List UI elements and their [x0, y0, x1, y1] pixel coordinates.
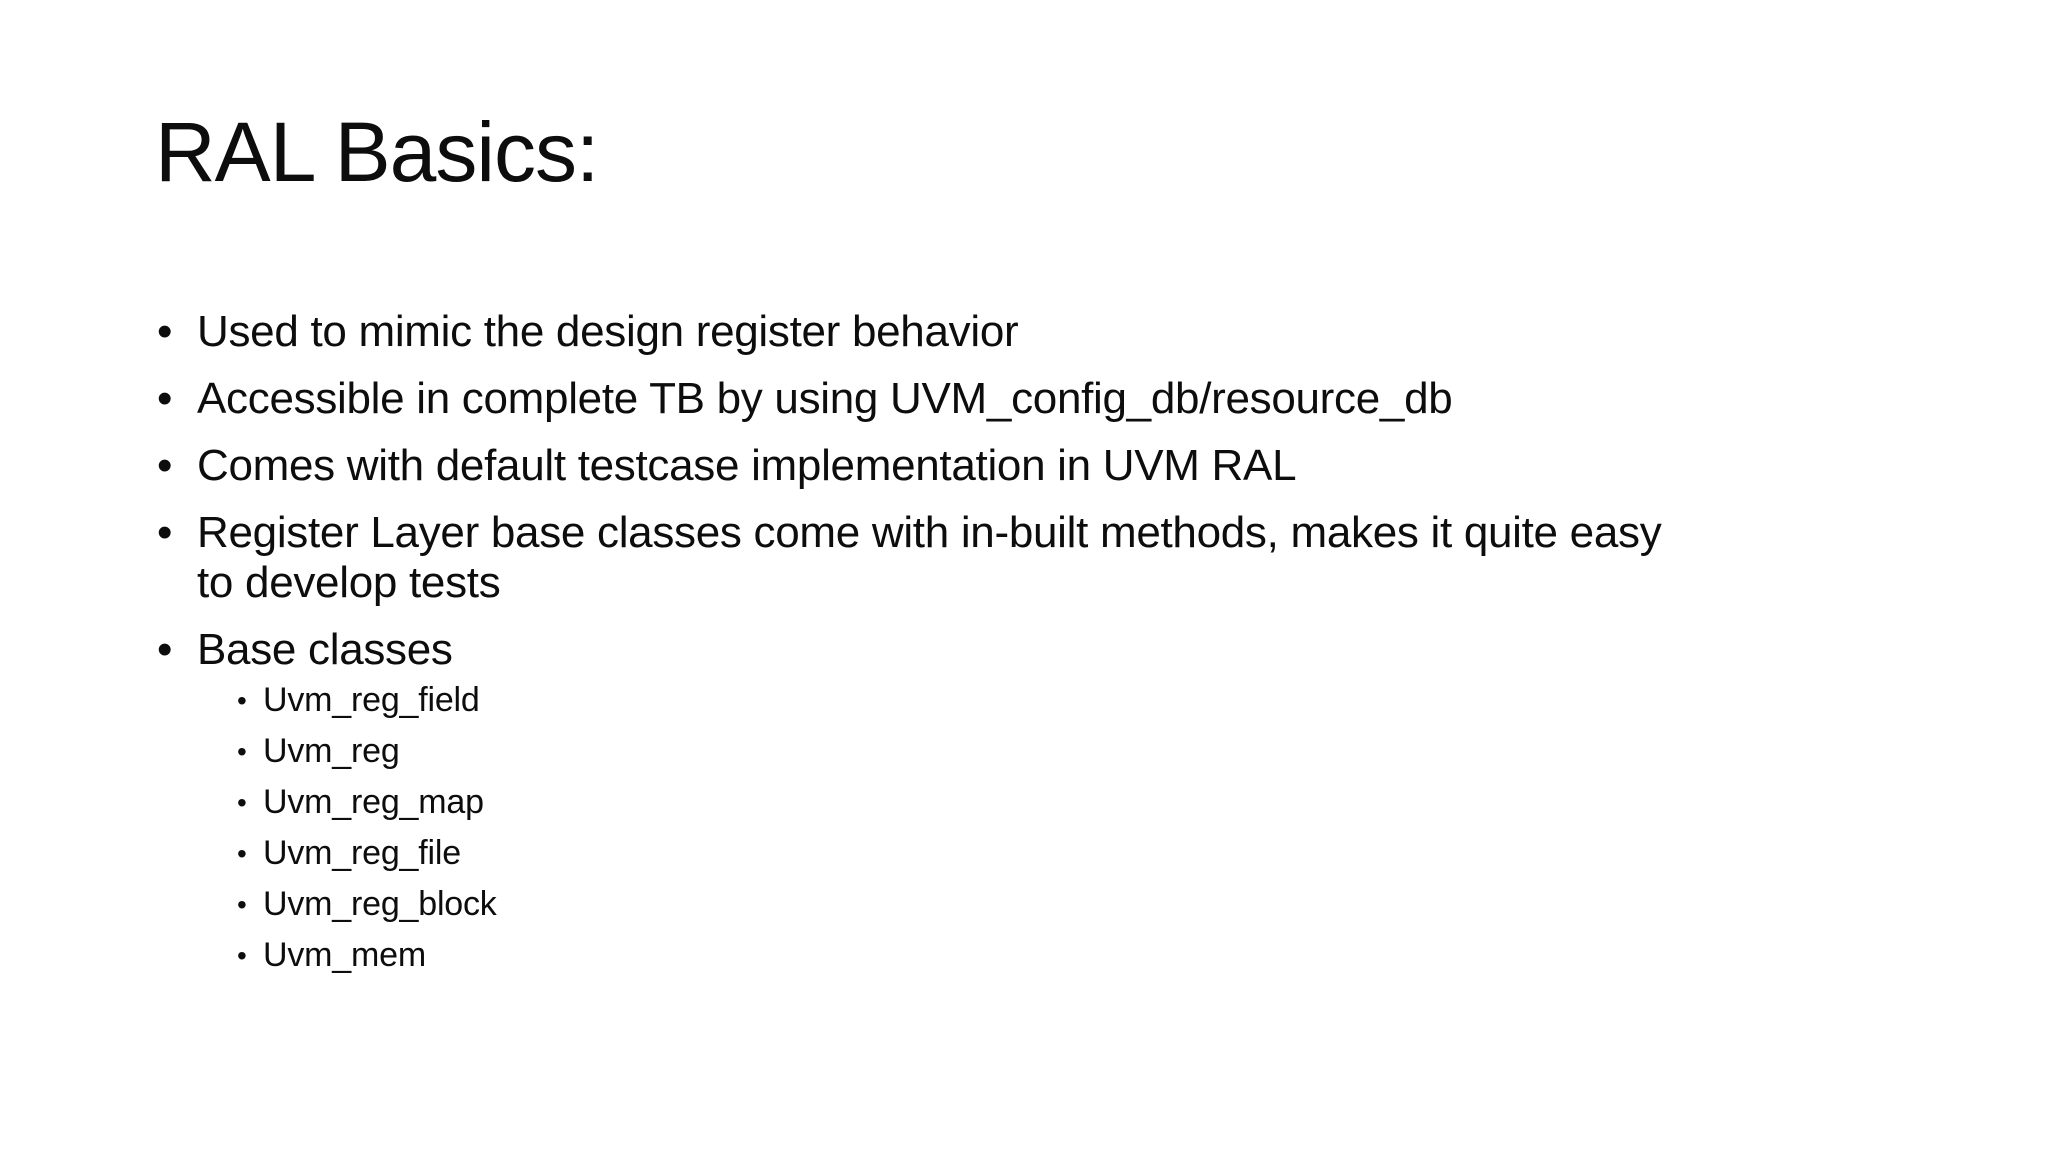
bullet-marker: • — [157, 625, 173, 674]
bullet-marker: • — [237, 889, 247, 920]
sub-bullet-item-2: • Uvm_reg — [237, 726, 1707, 777]
slide-title: RAL Basics: — [155, 105, 599, 199]
sub-bullet-text: Uvm_reg — [263, 732, 400, 770]
bullet-marker: • — [157, 441, 173, 490]
sub-bullet-text: Uvm_reg_field — [263, 681, 480, 719]
sub-bullet-item-3: • Uvm_reg_map — [237, 777, 1707, 828]
bullet-marker: • — [237, 736, 247, 767]
sub-bullet-text: Uvm_reg_map — [263, 783, 484, 821]
bullet-item-1: • Used to mimic the design register beha… — [157, 307, 1707, 357]
bullet-marker: • — [157, 307, 173, 356]
bullet-item-2: • Accessible in complete TB by using UVM… — [157, 374, 1707, 424]
sub-bullet-text: Uvm_mem — [263, 936, 426, 974]
sub-bullet-item-6: • Uvm_mem — [237, 930, 1707, 981]
bullet-marker: • — [157, 508, 173, 557]
sub-bullet-item-1: • Uvm_reg_field — [237, 675, 1707, 726]
bullet-item-5: • Base classes — [157, 625, 1707, 675]
bullet-text: Comes with default testcase implementati… — [197, 441, 1297, 490]
bullet-marker: • — [237, 787, 247, 818]
sub-bullet-text: Uvm_reg_file — [263, 834, 461, 872]
bullet-marker: • — [237, 685, 247, 716]
bullet-item-3: • Comes with default testcase implementa… — [157, 441, 1707, 491]
sub-bullet-item-5: • Uvm_reg_block — [237, 879, 1707, 930]
sub-bullet-list: • Uvm_reg_field • Uvm_reg • Uvm_reg_map … — [237, 675, 1707, 981]
sub-bullet-text: Uvm_reg_block — [263, 885, 497, 923]
bullet-list: • Used to mimic the design register beha… — [157, 307, 1707, 981]
bullet-text: Register Layer base classes come with in… — [197, 508, 1662, 607]
bullet-text: Accessible in complete TB by using UVM_c… — [197, 374, 1453, 423]
bullet-marker: • — [157, 374, 173, 423]
bullet-marker: • — [237, 940, 247, 971]
bullet-item-4: • Register Layer base classes come with … — [157, 508, 1707, 608]
bullet-text: Base classes — [197, 625, 453, 674]
sub-bullet-item-4: • Uvm_reg_file — [237, 828, 1707, 879]
bullet-text: Used to mimic the design register behavi… — [197, 307, 1019, 356]
bullet-marker: • — [237, 838, 247, 869]
